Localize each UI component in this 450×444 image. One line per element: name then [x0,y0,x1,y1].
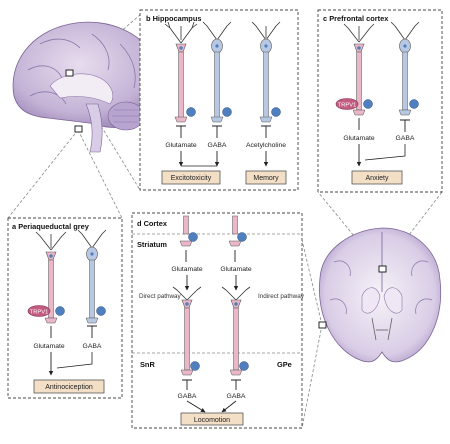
outcome-label: Anxiety [366,175,389,182]
cb1-receptor-icon [96,306,106,316]
prefrontal-cortex-marker [378,265,387,273]
direct-pathway-neuron [172,286,202,376]
cortical-glutamate-axon [179,215,198,247]
hippocampus-marker [65,69,74,77]
panel-b-hippocampus: b Hippocampus [139,9,299,191]
pag-glutamate-neuron: TRPV1 [27,231,67,324]
hippocampus-gaba-neuron [202,21,232,123]
cb1-receptor-icon [190,361,200,371]
coronal-brain-illustration [318,227,442,363]
transmitter-label: GABA [227,393,246,400]
cb1-receptor-icon [186,107,196,117]
excitotoxicity-outcome-box [161,170,221,185]
transmitter-label: Glutamate [165,142,197,149]
cb1-receptor-icon [188,232,198,242]
svg-text:a Periaqueductal grey: a Periaqueductal grey [12,222,90,231]
panel-b-title: Hippocampus [153,14,202,23]
periaqueductal-grey-marker [74,125,83,133]
pathway-label-direct: Direct pathway [139,293,181,300]
svg-text:d Cortex: d Cortex [137,219,168,228]
transmitter-label: Glutamate [220,266,252,273]
locomotion-outcome-box [180,412,244,426]
transmitter-label: GABA [83,343,102,350]
panel-a-letter: a [12,222,17,231]
hippocampus-glutamate-neuron [164,21,198,123]
cb1-receptor-icon [239,361,249,371]
anxiety-outcome-box [351,170,403,185]
cb1-receptor-icon [222,107,232,117]
svg-text:c Prefrontal cortex: c Prefrontal cortex [323,14,389,23]
pag-gaba-neuron [77,229,107,324]
panel-d-title: Cortex [144,219,168,228]
panel-a-periaqueductal-grey: a Periaqueductal grey TRPV1 Glutamate GA… [7,217,123,399]
transmitter-label: GABA [396,135,415,142]
panel-d-cortex: d Cortex Striatum Glutamate Glutamate [131,212,305,429]
hippocampus-acetylcholine-neuron [251,21,281,123]
cb1-receptor-icon [409,99,419,109]
transmitter-label: GABA [178,393,197,400]
cortical-glutamate-axon [228,215,247,247]
transmitter-label: Glutamate [33,343,65,350]
prefrontal-gaba-neuron [390,21,420,116]
cb1-receptor-icon [237,232,247,242]
panel-c-prefrontal-cortex: c Prefrontal cortex TRPV1 Glutamate GABA… [317,9,443,193]
panel-c-letter: c [323,14,327,23]
sagittal-brain-illustration [12,21,161,153]
outcome-label: Antinociception [45,384,93,391]
panel-c-title: Prefrontal cortex [329,14,389,23]
trpv1-label: TRPV1 [338,102,357,108]
cb1-receptor-icon [363,99,373,109]
region-label-gpe: GPe [277,360,292,369]
svg-text:b Hippocampus: b Hippocampus [146,14,201,23]
panel-a-title: Periaqueductal grey [18,222,90,231]
panel-b-letter: b [146,14,151,23]
prefrontal-glutamate-neuron: TRPV1 [335,23,375,116]
trpv1-label: TRPV1 [30,309,49,315]
trpv1-receptor-badge [27,305,51,317]
transmitter-label: Acetylcholine [246,142,286,149]
pathway-label-indirect: Indirect pathway [258,293,305,300]
cb1-receptor-icon [55,306,65,316]
panel-d-letter: d [137,219,142,228]
cb1-receptor-icon [271,107,281,117]
indirect-pathway-neuron [221,286,251,376]
outcome-label: Memory [253,175,279,182]
outcome-label: Locomotion [194,417,230,424]
antinociception-outcome-box [33,379,105,394]
transmitter-label: Glutamate [171,266,203,273]
memory-outcome-box [245,170,287,185]
region-label-snr: SnR [140,360,155,369]
cortex-striatum-marker [318,321,327,329]
outcome-label: Excitotoxicity [171,175,212,182]
transmitter-label: GABA [208,142,227,149]
transmitter-label: Glutamate [343,135,375,142]
region-label-striatum: Striatum [137,240,167,249]
trpv1-receptor-badge [335,98,359,110]
